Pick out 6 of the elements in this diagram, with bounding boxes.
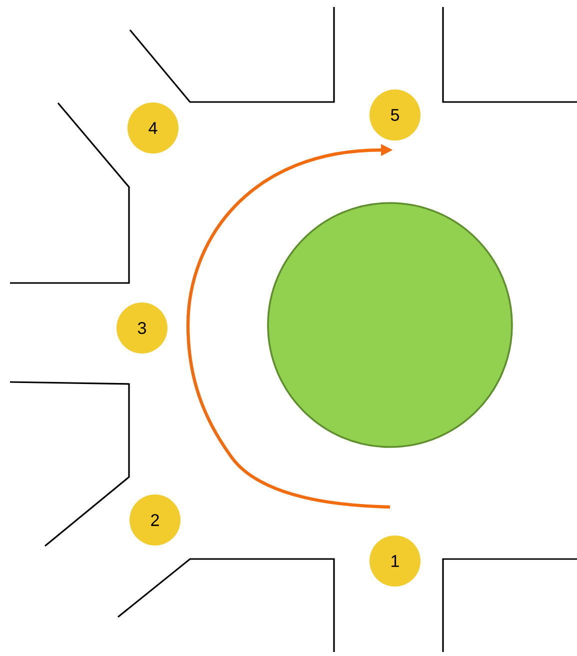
number-badge: 1 [370,536,420,586]
roundabout-island [267,202,513,448]
number-badge: 3 [116,302,168,354]
number-badge: 5 [370,90,420,140]
number-badge: 4 [128,102,178,154]
number-badge: 2 [130,494,180,546]
